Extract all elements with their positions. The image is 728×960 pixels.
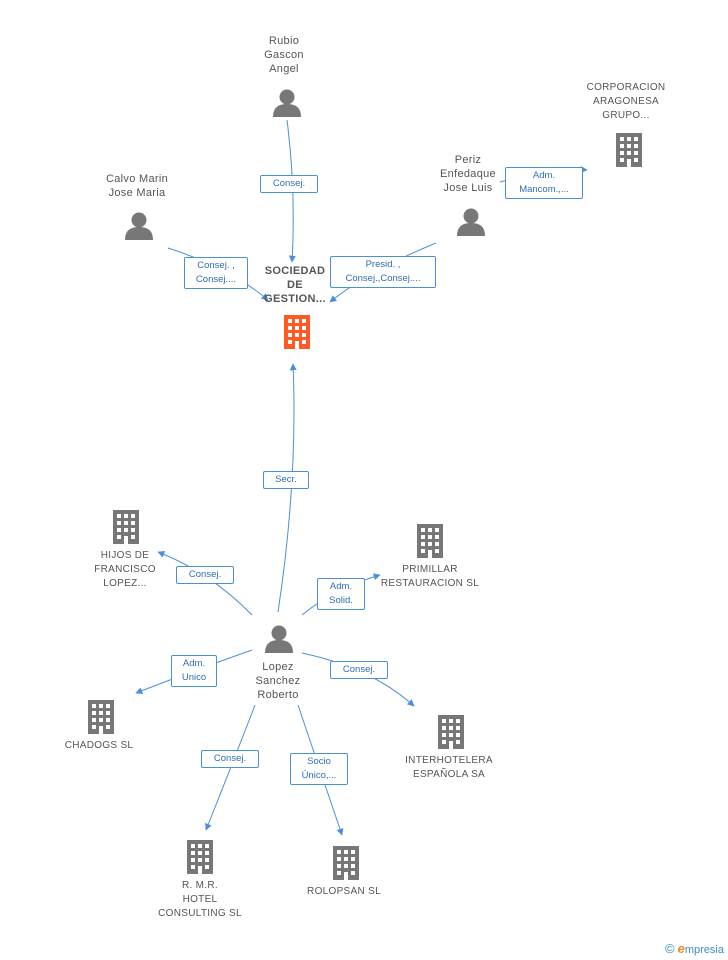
copyright-icon: © (665, 941, 675, 956)
edge-label-periz-corporacion[interactable]: Adm. Mancom.,... (505, 167, 583, 199)
edge-label-line: Consej. , (197, 260, 235, 271)
node-label-line: Periz (454, 154, 482, 166)
brand-logo-e: e (677, 941, 685, 956)
edge-label-line: Consej. (213, 753, 247, 764)
node-label-line: Roberto (257, 689, 299, 701)
edge-label-line: Adm. (532, 170, 556, 181)
node-label-line: CHADOGS SL (64, 740, 134, 751)
edge-label-calvo-sociedad[interactable]: Consej. , Consej.... (184, 257, 248, 289)
edge-label-lopez-rolopsan[interactable]: Socio Único,... (290, 753, 348, 785)
building-icon-rmr[interactable] (187, 840, 213, 874)
node-label-line: Jose Maria (108, 187, 166, 199)
edge-label-line: Consej. (272, 178, 306, 189)
edge-lopez-rmr (205, 704, 256, 831)
edge-label-lopez-hijos[interactable]: Consej. (176, 566, 234, 584)
node-label-calvo[interactable]: Calvo Marin Jose Maria (92, 172, 182, 200)
node-label-rubio[interactable]: Rubio Gascon Angel (244, 34, 324, 76)
node-label-line: HIJOS DE (100, 550, 150, 561)
node-label-lopez[interactable]: Lopez Sanchez Roberto (238, 660, 318, 702)
node-label-line: Lopez (262, 661, 294, 673)
edge-label-lopez-sociedad[interactable]: Secr. (263, 471, 309, 489)
edge-label-line: Único,... (301, 770, 337, 781)
node-label-line: GESTION... (264, 293, 326, 305)
person-icon-calvo[interactable] (125, 212, 153, 241)
node-label-periz[interactable]: Periz Enfedaque Jose Luis (428, 153, 508, 195)
node-label-line: Sanchez (255, 675, 301, 687)
node-label-line: Angel (269, 63, 299, 75)
node-label-hijos[interactable]: HIJOS DE FRANCISCO LOPEZ... (80, 549, 170, 591)
node-label-primillar[interactable]: PRIMILLAR RESTAURACION SL (370, 563, 490, 591)
node-label-sociedad[interactable]: SOCIEDAD DE GESTION... (245, 264, 345, 306)
node-label-chadogs[interactable]: CHADOGS SL (50, 739, 148, 753)
node-label-line: HOTEL (182, 894, 218, 905)
edge-label-lopez-rmr[interactable]: Consej. (201, 750, 259, 768)
node-label-interhotelera[interactable]: INTERHOTELERA ESPAÑOLA SA (394, 754, 504, 782)
building-icon-rolopsan[interactable] (333, 846, 359, 880)
building-icon-corporacion[interactable] (616, 133, 642, 167)
node-label-line: INTERHOTELERA (405, 755, 493, 766)
edge-label-lopez-interhotelera[interactable]: Consej. (330, 661, 388, 679)
edge-label-line: Consej. (342, 664, 376, 675)
edge-label-line: Solid. (329, 595, 353, 606)
node-label-line: CORPORACION (586, 82, 666, 93)
node-label-line: RESTAURACION SL (380, 578, 480, 589)
edge-label-line: Secr. (275, 474, 297, 485)
node-label-line: ESPAÑOLA SA (412, 769, 486, 780)
edge-label-line: Presid. , (365, 259, 401, 270)
edge-label-line: Adm. (182, 658, 206, 669)
node-label-line: GRUPO... (602, 110, 650, 121)
node-label-line: DE (287, 279, 303, 291)
edge-label-lopez-primillar[interactable]: Adm. Solid. (317, 578, 365, 610)
node-label-line: LOPEZ... (103, 578, 147, 589)
node-label-line: CONSULTING SL (158, 908, 242, 919)
building-icon-interhotelera[interactable] (438, 715, 464, 749)
edge-label-line: Socio (307, 756, 331, 767)
node-label-line: R. M.R. (182, 880, 218, 891)
edge-label-line: Mancom.,... (519, 184, 569, 195)
person-icon-lopez[interactable] (265, 625, 293, 654)
edge-label-line: Adm. (329, 581, 353, 592)
edge-label-line: Consej. (188, 569, 222, 580)
building-icon-sociedad[interactable] (284, 315, 310, 349)
edge-label-line: Unico (181, 672, 207, 683)
brand-footer[interactable]: ©empresia (665, 941, 724, 956)
node-label-line: Enfedaque (440, 168, 496, 180)
node-label-line: Gascon (264, 49, 304, 61)
node-label-corporacion[interactable]: CORPORACION ARAGONESA GRUPO... (576, 81, 676, 123)
node-label-line: Calvo Marin (106, 173, 168, 185)
node-label-line: SOCIEDAD (264, 265, 326, 277)
edge-label-periz-sociedad[interactable]: Presid. , Consej.,Consej.... (330, 256, 436, 288)
node-label-line: PRIMILLAR (402, 564, 458, 575)
building-icon-chadogs[interactable] (88, 700, 114, 734)
building-icon-primillar[interactable] (417, 524, 443, 558)
person-icon-rubio[interactable] (273, 89, 301, 118)
person-icon-periz[interactable] (457, 208, 485, 237)
node-label-line: FRANCISCO (94, 564, 156, 575)
node-label-line: Jose Luis (443, 182, 493, 194)
node-label-rolopsan[interactable]: ROLOPSAN SL (294, 885, 394, 899)
building-icon-hijos[interactable] (113, 510, 139, 544)
node-label-rmr[interactable]: R. M.R. HOTEL CONSULTING SL (145, 879, 255, 921)
edge-label-line: Consej.,Consej.... (345, 273, 421, 284)
node-label-line: Rubio (268, 35, 300, 47)
node-label-line: ARAGONESA (592, 96, 660, 107)
node-label-line: ROLOPSAN SL (307, 886, 381, 897)
edge-label-line: Consej.... (195, 274, 237, 285)
edge-label-lopez-chadogs[interactable]: Adm. Unico (171, 655, 217, 687)
brand-name: mpresia (684, 944, 724, 956)
edge-label-rubio-sociedad[interactable]: Consej. (260, 175, 318, 193)
